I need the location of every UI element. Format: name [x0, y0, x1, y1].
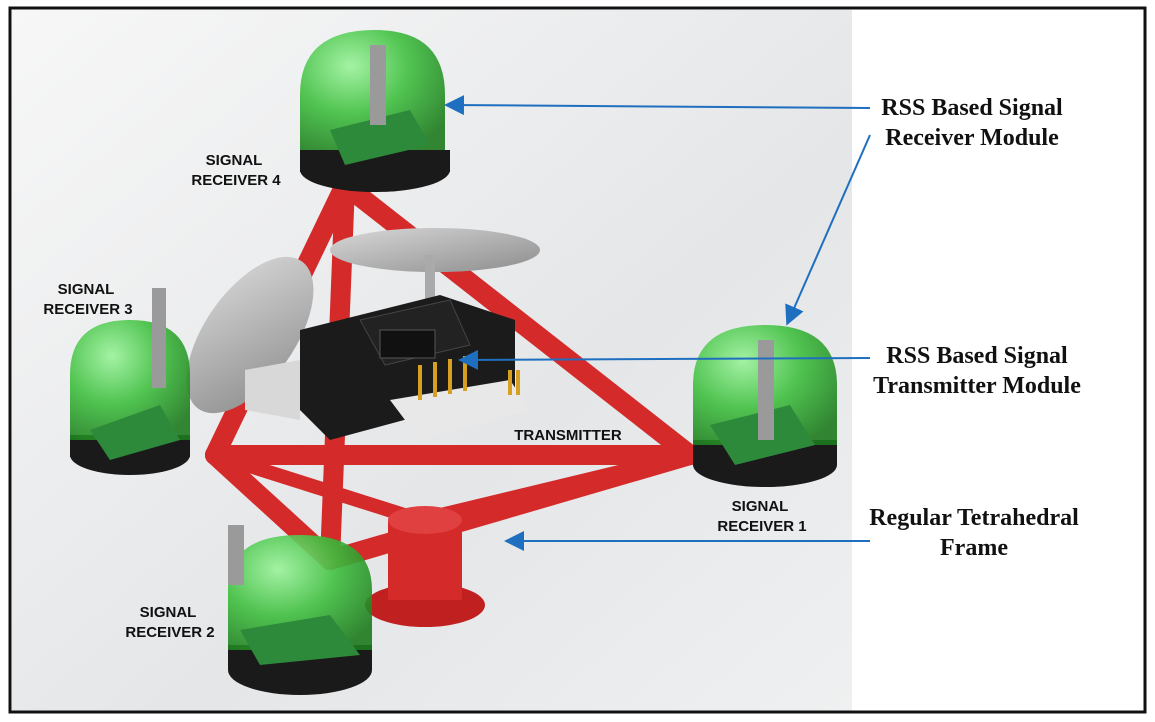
arrow-to-receiver-1: [785, 134, 871, 326]
transmitter-assembly: [245, 295, 530, 440]
transmitter-label: TRANSMITTER: [514, 427, 622, 444]
dish-antenna-left: [186, 256, 314, 414]
receiver-1-label-line2: RECEIVER 1: [717, 518, 806, 535]
receiver-4-label-line2: RECEIVER 4: [191, 172, 281, 189]
arrow-to-transmitter: [458, 349, 871, 370]
receiver-2-unit: [228, 525, 372, 695]
receiver-3-label-line2: RECEIVER 3: [43, 301, 132, 318]
center-pedestal: [365, 506, 485, 627]
callout-transmitter-module-line1: RSS Based Signal: [886, 343, 1068, 369]
receiver-1-unit: [693, 325, 837, 487]
callout-receiver-module-line1: RSS Based Signal: [881, 95, 1063, 121]
callout-arrows: [444, 95, 871, 551]
callout-frame-line1: Regular Tetrahedral: [869, 505, 1079, 531]
figure-border: [8, 6, 1147, 714]
receiver-4-unit: [300, 30, 450, 192]
receiver-3-unit: [70, 288, 190, 475]
dish-antenna-top: [330, 228, 540, 272]
receiver-2-label-line2: RECEIVER 2: [125, 624, 214, 641]
receiver-2-label-line1: SIGNAL: [140, 604, 197, 621]
callout-receiver-module-line2: Receiver Module: [885, 125, 1059, 151]
arrow-to-receiver-4: [444, 95, 871, 116]
receiver-3-label-line1: SIGNAL: [58, 281, 115, 298]
dish-mast: [425, 255, 435, 305]
callout-transmitter-module-line2: Transmitter Module: [873, 373, 1081, 399]
callout-frame-line2: Frame: [940, 535, 1008, 561]
receiver-4-label-line1: SIGNAL: [206, 152, 263, 169]
receiver-1-label-line1: SIGNAL: [732, 498, 789, 515]
